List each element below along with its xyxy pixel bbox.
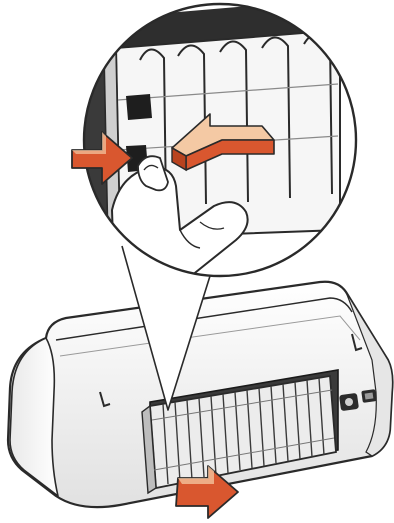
printer (8, 282, 393, 507)
